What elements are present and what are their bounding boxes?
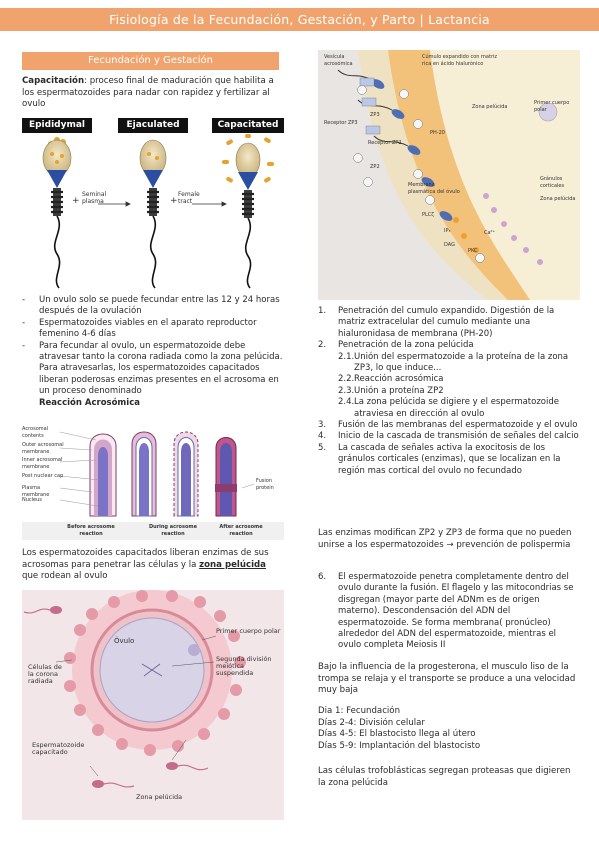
label-seminal-plasma: Seminal plasma [82,191,107,205]
substep-item: 2.3.Unión a proteína ZP2 [338,385,444,396]
label-vesicula-acrosomica: Vesícula acrosómica [324,54,353,67]
label-segunda-division: Segunda división meiótica suspendida [216,655,272,677]
stage-capacitated: Capacitated [212,118,284,133]
day-item: Días 5-9: Implantación del blastocisto [318,740,481,751]
sperm-drawings [42,134,274,289]
label-zona-pelucida-right: Zona pelúcida [540,196,576,202]
caption-after-reaction: After acrosome reaction [219,524,263,537]
label-cumulo-expandido: Cúmulo expandido con matriz rica en ácid… [422,54,498,67]
progesterone-paragraph: Bajo la influencia de la progesterona, e… [318,662,576,696]
step-6-list: 6.El espermatozoide penetra completament… [318,572,580,652]
days-timeline: Dia 1: Fecundación Días 2-4: División ce… [318,706,580,752]
caption-during-reaction: During acrosome reaction [148,524,198,537]
enzimas-paragraph: Los espermatozoides capacitados liberan … [22,548,269,582]
stage-ejaculated: Ejaculated [118,118,188,133]
label-plc: PLCζ [422,212,435,218]
substep-item: 2.1.Unión del espermatozoide a la proteí… [338,351,569,374]
label-nucleus: Nucleus [22,497,42,503]
reaccion-acrosomica-heading: Reacción Acrosómica [39,397,140,408]
bullet-item: -Para fecundar al ovulo, un espermatozoi… [22,340,283,397]
bullet-dash: - [22,340,26,351]
section-title: Fecundación y Gestación [22,52,279,70]
enzymes-polyspermy-paragraph: Las enzimas modifican ZP2 y ZP3 de forma… [318,528,572,550]
label-zona-pelucida-top: Zona pelúcida [472,104,508,110]
capacitacion-paragraph: Capacitación: proceso final de maduració… [22,76,284,111]
label-granulos-corticales: Gránulos corticales [540,176,565,189]
step-item: 6.El espermatozoide penetra completament… [318,572,574,651]
label-fusion-protein: Fusion protein [256,478,274,491]
bullet-dash: - [22,317,26,328]
label-ip3: IP₃ [444,228,451,234]
label-female-tract: Female tract [178,191,200,205]
label-corona-radiada: Células de la corona radiada [28,663,62,685]
trofoblasto-paragraph: Las células trofoblásticas segregan prot… [318,766,571,788]
plus-sign-2: + [170,196,178,206]
caption-before-reaction: Before acrosome reaction [67,524,115,537]
label-acrosomal-contents: Acrosomal contents [22,426,49,439]
day-item: Dia 1: Fecundación [318,706,401,716]
label-receptor-zp3: Receptor ZP3 [324,120,358,126]
zona-pelucida-figure: Vesícula acrosómica Cúmulo expandido con… [318,50,580,300]
sperm-capacitation-figure: Epididymal Ejaculated Capacitated [22,118,284,290]
bullet-item: -Espermatozoides viables en el aparato r… [22,317,257,340]
step-item: 1.Penetración del cumulo expandido. Dige… [318,306,555,339]
label-ovulo: Óvulo [114,637,135,645]
day-item: Días 2-4: División celular [318,717,425,728]
step-item: 4.Inicio de la cascada de transmisión de… [318,431,579,442]
label-zona-pelucida: Zona pelúcida [136,793,183,801]
fertilization-bullets: -Un ovulo solo se puede fecundar entre l… [22,295,284,409]
label-zp3: ZP3 [370,112,380,118]
zona-drawing [318,50,580,300]
step-item: 5.La cascada de señales activa la exocit… [318,442,561,476]
step-item: 3.Fusión de las membranas del espermatoz… [318,420,578,431]
label-primer-cuerpo-polar: Primer cuerpo polar [534,100,570,113]
acrosome-reaction-figure: Acrosomal contents Outer acrosomal membr… [22,420,284,540]
bullet-item: -Un ovulo solo se puede fecundar entre l… [22,295,280,317]
step-item: 2.Penetración de la zona pelúcida [318,340,474,351]
label-membrana-plasmatica: Membrana plasmática del óvulo [408,182,460,195]
label-post-nuclear-cap: Post nuclear cap [22,473,64,479]
label-dag: DAG [444,242,455,248]
substep-item: 2.4.La zona pelúcida se digiere y el esp… [338,397,559,419]
substep-item: 2.2.Reacción acrosómica [338,374,444,385]
day-item: Días 4-5: El blastocisto llega al útero [318,729,476,740]
label-plasma-membrane: Plasma membrane [22,485,50,498]
label-pkc: PKC [468,248,478,254]
label-espermatozoide-capacitado: Espermatozoide capacitado [32,741,85,756]
label-calcium: Ca²⁺ [484,230,496,236]
label-outer-membrane: Outer acrosomal membrane [22,442,64,455]
bullet-dash: - [22,295,26,305]
acrosome-drawings [22,431,284,540]
label-zp2: ZP2 [370,164,380,170]
label-ph20: PH-20 [430,130,445,136]
capacitacion-text: : proceso final de maduración que habili… [22,76,274,110]
capacitacion-term: Capacitación [22,76,85,86]
ovulo-drawing [22,590,284,820]
stage-epididymal: Epididymal [22,118,92,133]
fertilization-steps-list: 1.Penetración del cumulo expandido. Dige… [318,306,580,477]
label-primer-cuerpo-polar: Primer cuerpo polar [216,627,281,635]
label-receptor-zp2: Receptor ZP2 [368,140,402,146]
plus-sign-1: + [72,196,80,206]
document-title: Fisiología de la Fecundación, Gestación,… [0,8,599,31]
zona-pelucida-term: zona pelúcida [199,559,266,570]
label-inner-membrane: Inner acrosomal membrane [22,457,63,470]
ovulo-corona-figure: Óvulo Primer cuerpo polar Segunda divisi… [22,590,284,820]
